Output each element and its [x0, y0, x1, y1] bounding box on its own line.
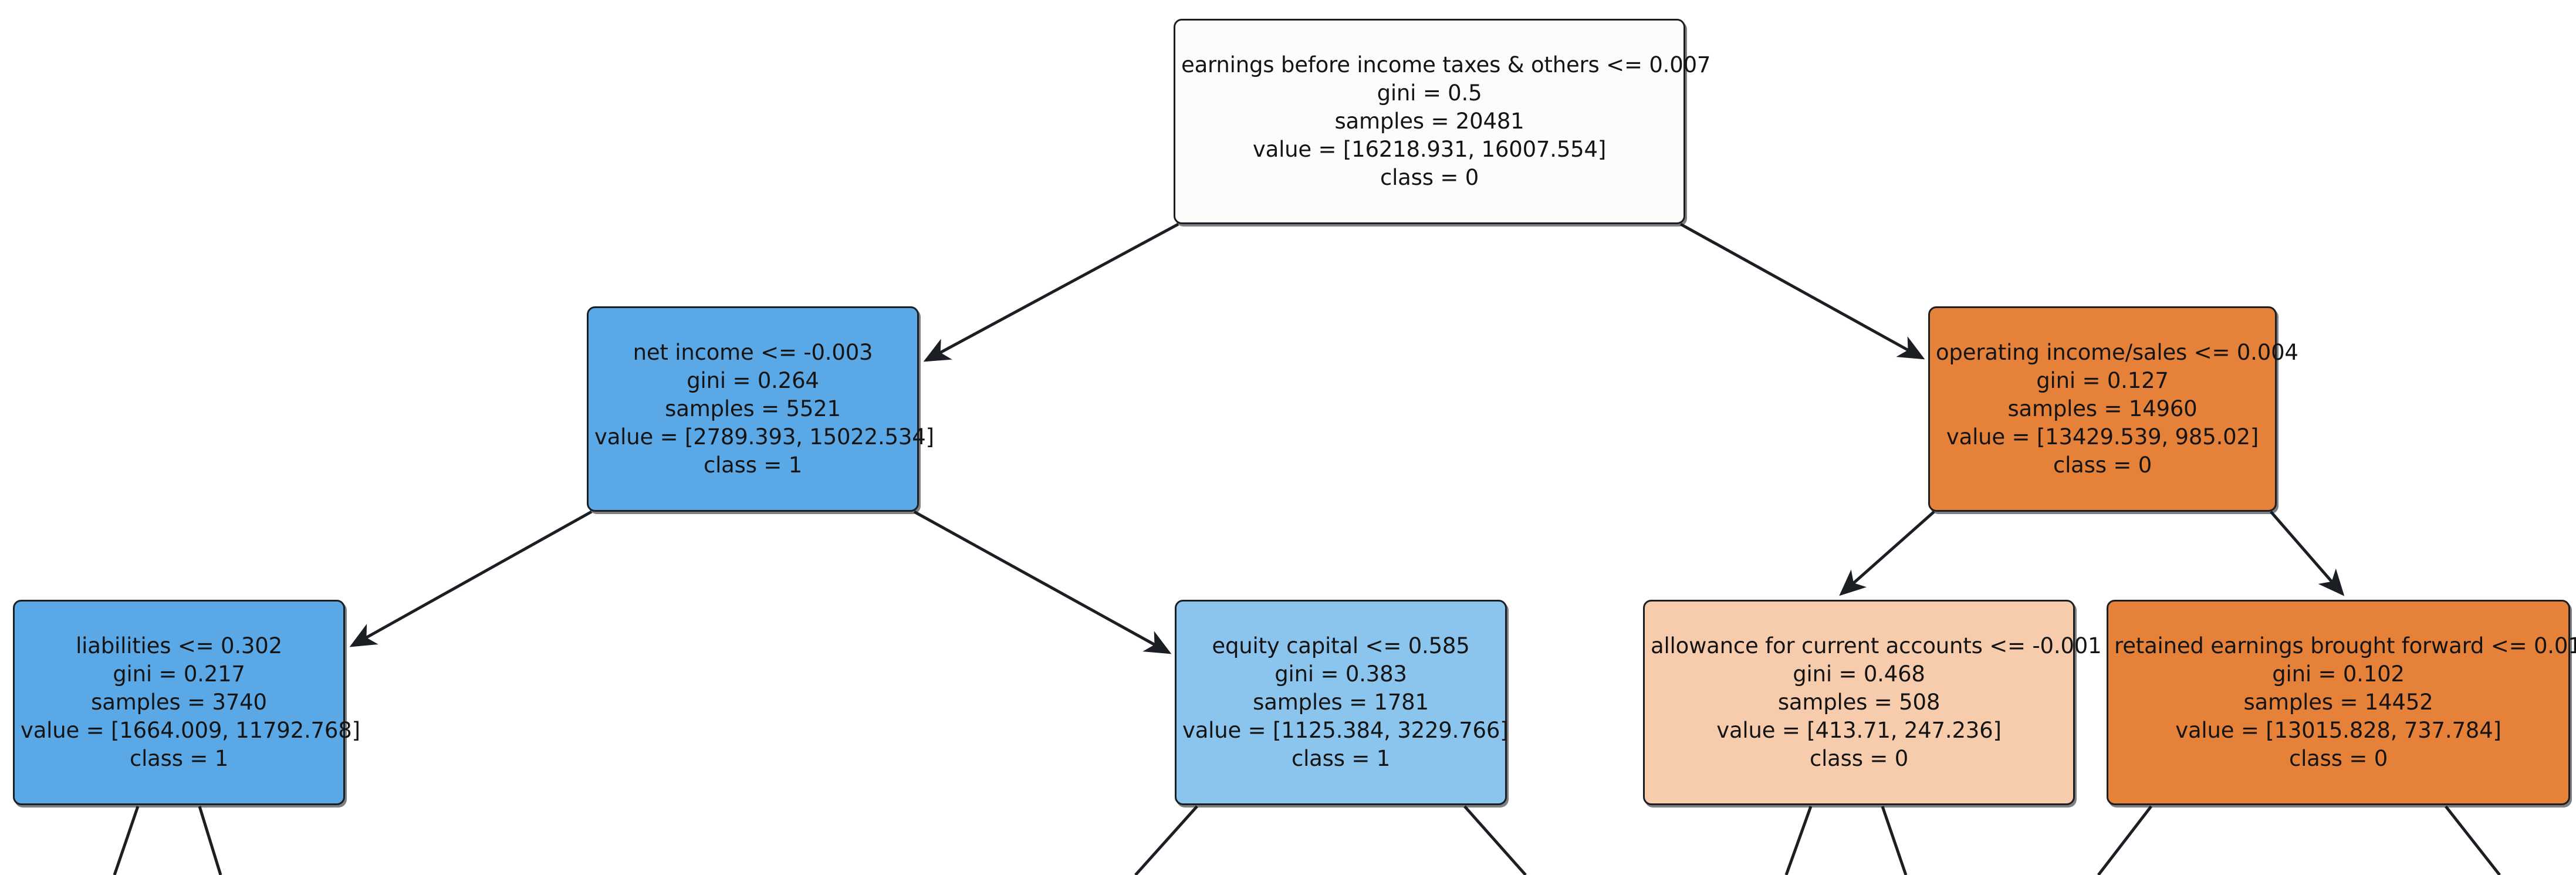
node-value: value = [13429.539, 985.02] [1946, 424, 2259, 450]
node-rule: net income <= -0.003 [633, 339, 873, 365]
tree-stub-edge-4 [1784, 806, 1813, 875]
tree-stub-edge-6 [2097, 805, 2152, 875]
node-samples: samples = 5521 [665, 396, 841, 421]
tree-edges [349, 222, 2345, 654]
node-gini: gini = 0.468 [1793, 661, 1925, 687]
node-gini: gini = 0.217 [113, 661, 245, 687]
node-value: value = [2789.393, 15022.534] [594, 424, 934, 450]
tree-node-root[interactable]: earnings before income taxes & others <=… [1174, 19, 1711, 224]
node-value: value = [1664.009, 11792.768] [21, 718, 360, 744]
node-rule: equity capital <= 0.585 [1212, 633, 1470, 658]
node-gini: gini = 0.102 [2272, 661, 2405, 687]
tree-edge-n-right-to-n-rl [1839, 511, 1935, 596]
node-class: class = 0 [1380, 165, 1479, 191]
node-class: class = 0 [2288, 746, 2388, 772]
tree-stub-edge-3 [1463, 805, 1527, 875]
tree-edge-n-left-to-n-ll [349, 510, 593, 647]
node-rule: earnings before income taxes & others <=… [1181, 52, 1711, 77]
node-value: value = [1125.384, 3229.766] [1182, 718, 1509, 744]
node-gini: gini = 0.264 [687, 367, 819, 393]
node-value: value = [16218.931, 16007.554] [1252, 137, 1607, 163]
node-class: class = 1 [129, 746, 229, 772]
node-class: class = 0 [2053, 452, 2152, 478]
tree-stub-edge-7 [2445, 805, 2501, 875]
node-samples: samples = 20481 [1334, 108, 1524, 134]
tree-node-n-rr[interactable]: retained earnings brought forward <= 0.0… [2107, 600, 2576, 805]
tree-node-n-rl[interactable]: allowance for current accounts <= -0.001… [1643, 600, 2102, 805]
node-gini: gini = 0.383 [1275, 661, 1407, 687]
node-samples: samples = 14452 [2243, 689, 2433, 715]
node-rule: retained earnings brought forward <= 0.0… [2114, 633, 2576, 658]
tree-stub-edge-0 [113, 806, 140, 875]
node-value: value = [13015.828, 737.784] [2175, 718, 2501, 744]
node-rule: allowance for current accounts <= -0.001 [1651, 633, 2102, 658]
tree-edge-n-right-to-n-rr [2270, 511, 2345, 596]
node-samples: samples = 508 [1777, 689, 1941, 715]
node-gini: gini = 0.5 [1377, 80, 1482, 106]
tree-stub-edge-2 [1134, 805, 1198, 875]
node-samples: samples = 1781 [1253, 689, 1429, 715]
tree-stub-edge-1 [198, 806, 222, 875]
node-samples: samples = 3740 [91, 689, 267, 715]
tree-edge-root-to-n-left [923, 222, 1179, 362]
node-value: value = [413.71, 247.236] [1716, 718, 2002, 744]
tree-edge-n-left-to-n-lr [913, 510, 1172, 654]
node-samples: samples = 14960 [2007, 396, 2198, 421]
node-class: class = 0 [1809, 746, 1909, 772]
node-class: class = 1 [1291, 746, 1391, 772]
node-gini: gini = 0.127 [2036, 367, 2169, 393]
node-class: class = 1 [703, 452, 803, 478]
tree-stub-edge-5 [1881, 806, 1908, 875]
tree-edge-root-to-n-right [1679, 222, 1925, 360]
node-rule: liabilities <= 0.302 [76, 633, 282, 658]
node-rule: operating income/sales <= 0.004 [1936, 339, 2298, 365]
tree-stub-edges [113, 805, 2501, 875]
